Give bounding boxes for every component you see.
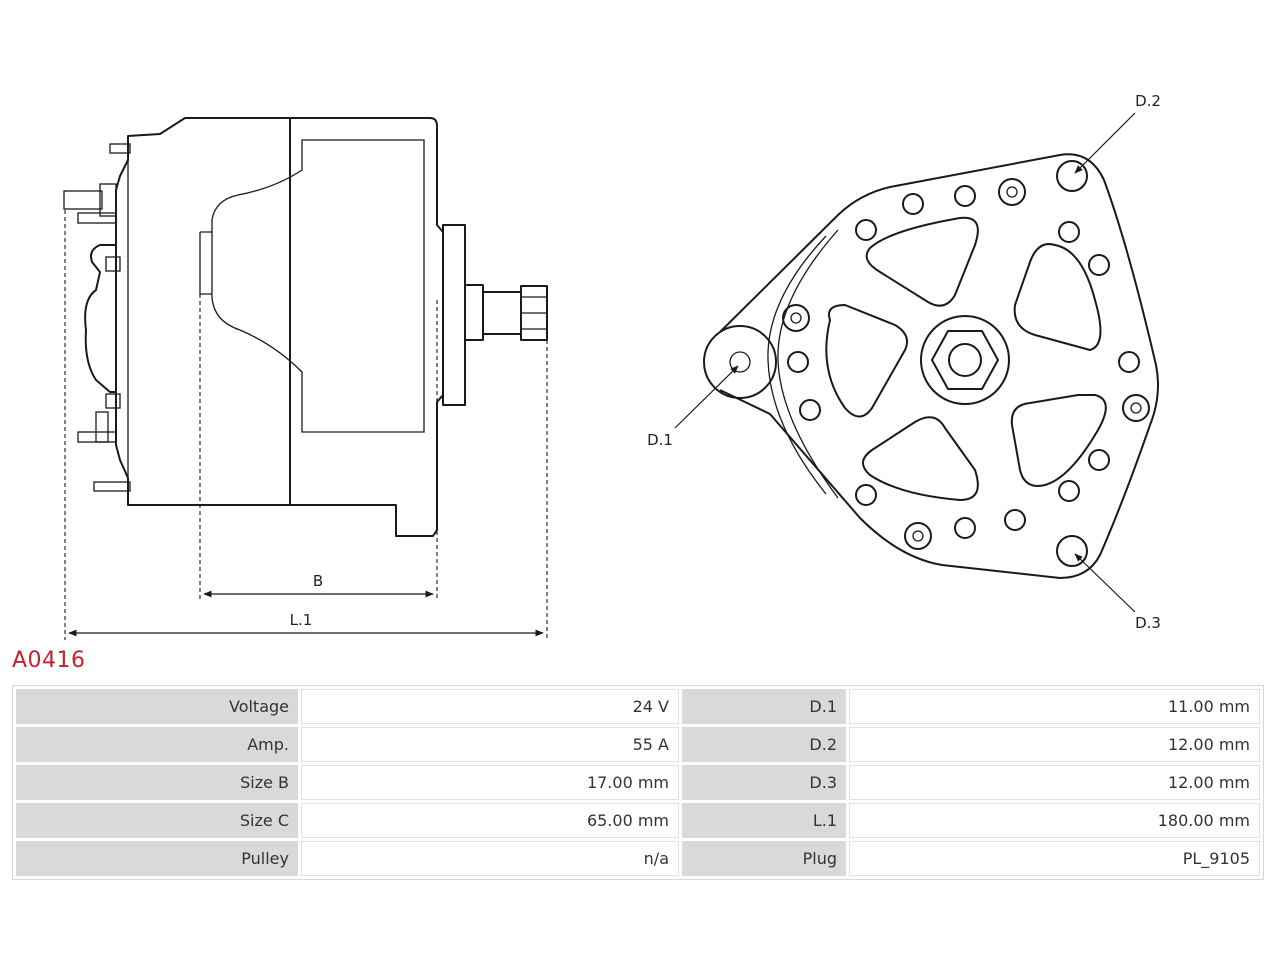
spec-value: 12.00 mm bbox=[849, 765, 1260, 800]
spec-value: PL_9105 bbox=[849, 841, 1260, 876]
spec-table: Voltage 24 V D.1 11.00 mm Amp. 55 A D.2 … bbox=[12, 685, 1264, 880]
spec-label: L.1 bbox=[682, 803, 846, 838]
spec-label: Plug bbox=[682, 841, 846, 876]
alternator-front-view: D.1 D.2 D.3 bbox=[647, 92, 1161, 632]
spec-label: Voltage bbox=[16, 689, 298, 724]
rear-studs bbox=[63, 143, 131, 492]
spec-label: D.3 bbox=[682, 765, 846, 800]
label-b: B bbox=[313, 572, 323, 590]
leader-d2 bbox=[1074, 112, 1136, 174]
small-holes bbox=[787, 185, 1140, 539]
label-d3: D.3 bbox=[1135, 614, 1161, 632]
spec-value: 24 V bbox=[301, 689, 679, 724]
rear-housing bbox=[115, 117, 291, 506]
hole-d2 bbox=[1056, 160, 1088, 192]
bolt-heads bbox=[782, 178, 1150, 550]
table-row: Size C 65.00 mm L.1 180.00 mm bbox=[16, 803, 1260, 838]
spec-value: 65.00 mm bbox=[301, 803, 679, 838]
spec-label: Size C bbox=[16, 803, 298, 838]
spec-label: Amp. bbox=[16, 727, 298, 762]
shaft bbox=[482, 291, 522, 335]
spec-value: 11.00 mm bbox=[849, 689, 1260, 724]
rear-connector bbox=[84, 244, 116, 393]
spec-label: Size B bbox=[16, 765, 298, 800]
spec-value: 12.00 mm bbox=[849, 727, 1260, 762]
hub bbox=[920, 315, 1010, 405]
table-row: Voltage 24 V D.1 11.00 mm bbox=[16, 689, 1260, 724]
vent-windows bbox=[825, 216, 1107, 501]
part-number-title: A0416 bbox=[12, 648, 86, 673]
label-l1: L.1 bbox=[290, 611, 313, 629]
hole-d3 bbox=[1056, 535, 1088, 567]
leader-d1 bbox=[674, 365, 739, 429]
spec-label: Pulley bbox=[16, 841, 298, 876]
shaft-nut bbox=[931, 330, 999, 390]
table-row: Pulley n/a Plug PL_9105 bbox=[16, 841, 1260, 876]
spec-value: 17.00 mm bbox=[301, 765, 679, 800]
label-d1: D.1 bbox=[647, 431, 673, 449]
label-d2: D.2 bbox=[1135, 92, 1161, 110]
leader-d3 bbox=[1074, 553, 1136, 613]
front-plate-outline bbox=[719, 153, 1159, 579]
table-row: Size B 17.00 mm D.3 12.00 mm bbox=[16, 765, 1260, 800]
spec-value: 55 A bbox=[301, 727, 679, 762]
mount-lug-d1 bbox=[703, 325, 777, 399]
front-flange bbox=[442, 224, 466, 406]
spec-value: 180.00 mm bbox=[849, 803, 1260, 838]
alternator-side-view: B L.1 bbox=[63, 117, 548, 640]
technical-drawing: B L.1 bbox=[63, 92, 1161, 640]
spec-label: D.2 bbox=[682, 727, 846, 762]
spec-label: D.1 bbox=[682, 689, 846, 724]
front-housing bbox=[290, 117, 444, 537]
spec-value: n/a bbox=[301, 841, 679, 876]
table-row: Amp. 55 A D.2 12.00 mm bbox=[16, 727, 1260, 762]
